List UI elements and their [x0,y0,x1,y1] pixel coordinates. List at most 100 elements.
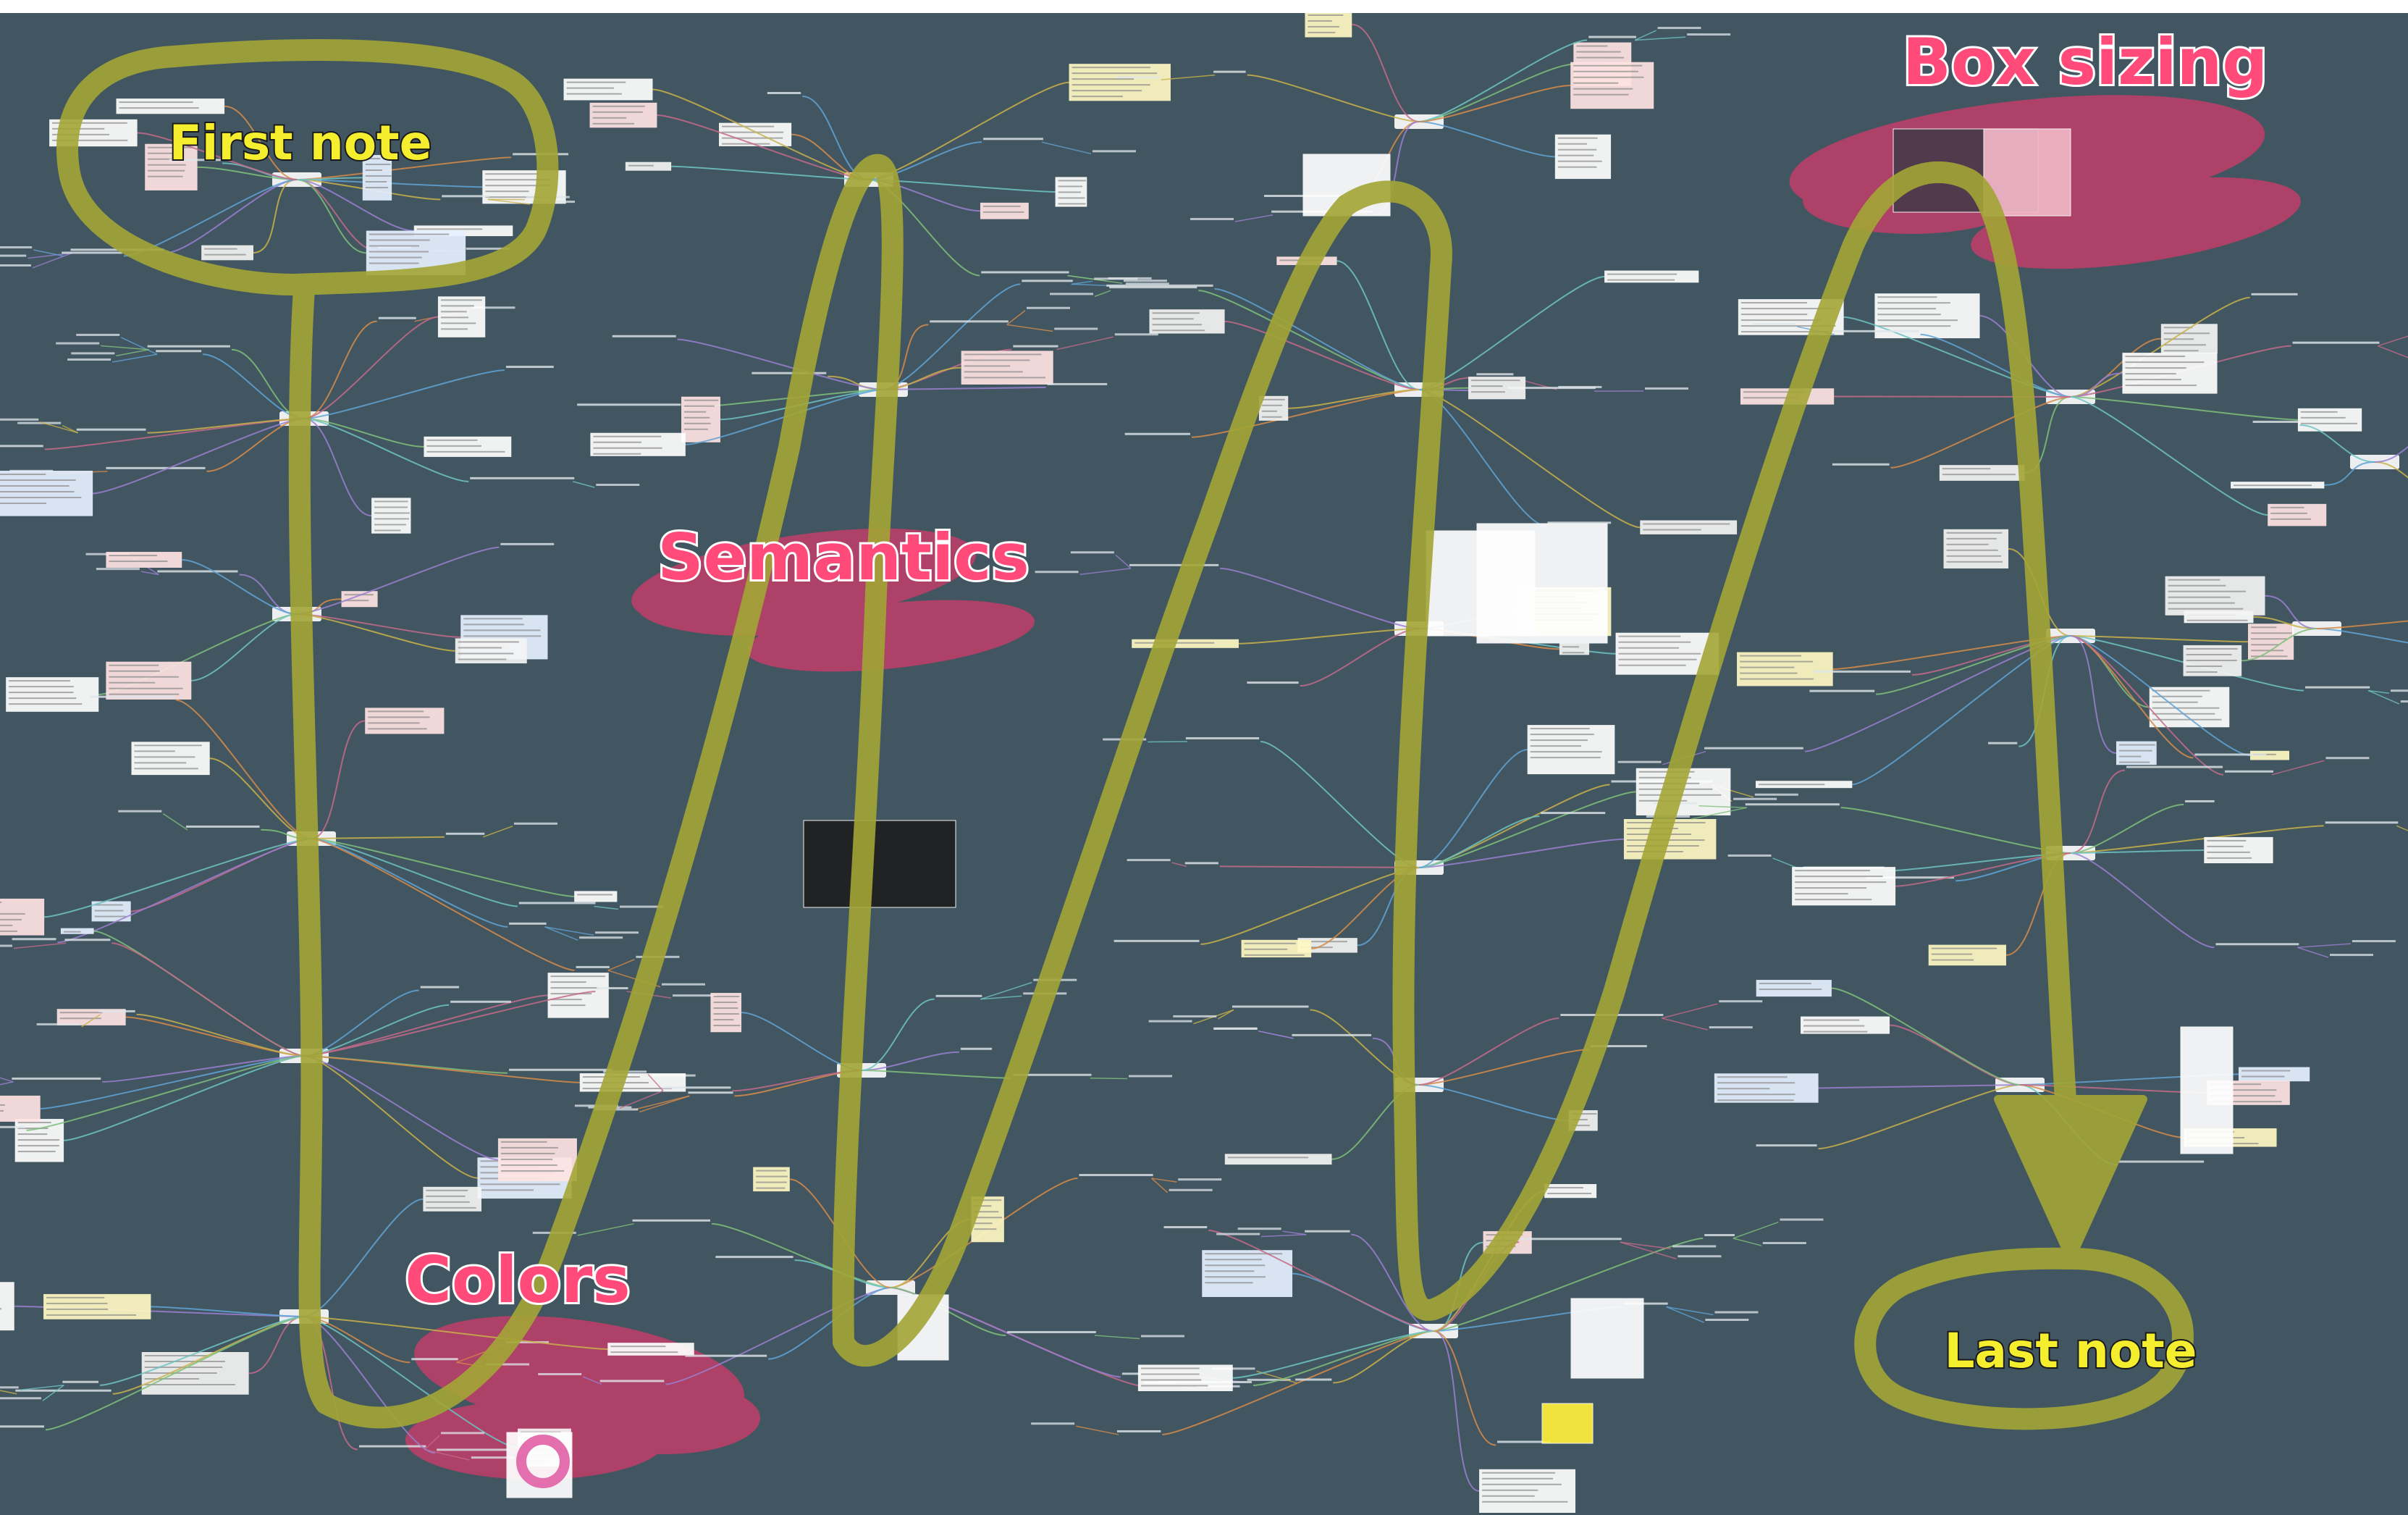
mind-map-subtopic-label[interactable] [1114,939,1200,942]
mind-map-subtopic-label[interactable] [471,1456,515,1459]
mind-map-note-card[interactable] [1132,639,1239,648]
mind-map-note-card[interactable] [2149,687,2230,728]
mind-map-subtopic-label[interactable] [450,1000,511,1003]
mind-map-subtopic-label[interactable] [2252,420,2299,423]
mind-map-note-card[interactable] [1756,980,1832,997]
mind-map-subtopic-label[interactable] [1031,1422,1075,1425]
mind-map-note-card[interactable] [2204,836,2273,864]
mind-map-subtopic-label[interactable] [1814,670,1911,673]
mind-map-subtopic-label[interactable] [2251,293,2298,295]
mind-map-subtopic-label[interactable] [935,994,982,997]
mind-map-subtopic-label[interactable] [470,477,575,479]
mind-map-subtopic-label[interactable] [0,445,43,448]
mind-map-note-card[interactable] [1943,529,2009,568]
mind-map-subtopic-label[interactable] [0,418,39,421]
mind-map-subtopic-label[interactable] [1124,432,1190,435]
mind-map-subtopic-label[interactable] [90,695,174,698]
mind-map-note-card[interactable] [0,1282,14,1331]
mind-map-subtopic-label[interactable] [1114,333,1158,336]
mind-map-image-attachment[interactable] [803,820,956,908]
mind-map-subtopic-label[interactable] [1163,1226,1208,1229]
mind-map-subtopic-label[interactable] [2185,800,2215,802]
mind-map-subtopic-label[interactable] [76,333,120,336]
mind-map-subtopic-label[interactable] [1190,217,1234,220]
mind-map-note-card[interactable] [2248,624,2294,660]
mind-map-subtopic-label[interactable] [1832,463,1890,466]
mind-map-subtopic-label[interactable] [2194,753,2267,756]
mind-map-subtopic-label[interactable] [1211,1367,1255,1370]
mind-map-note-card[interactable] [116,98,225,114]
mind-map-subtopic-label[interactable] [1185,736,1260,739]
mind-map-subtopic-label[interactable] [1809,689,1875,692]
mind-map-subtopic-label[interactable] [1476,373,1514,376]
mind-map-subtopic-label[interactable] [1092,150,1136,153]
mind-map-note-card[interactable] [547,973,609,1018]
mind-map-subtopic-label[interactable] [486,1363,530,1366]
mind-map-subtopic-label[interactable] [1541,812,1606,815]
mind-map-note-card[interactable] [106,661,192,700]
mind-map-subtopic-label[interactable] [76,428,146,431]
mind-map-subtopic-label[interactable] [1129,563,1219,566]
mind-map-image-attachment[interactable] [2180,1026,2234,1154]
mind-map-subtopic-label[interactable] [437,1448,509,1451]
mind-map-subtopic-label[interactable] [576,965,610,968]
mind-map-subtopic-label[interactable] [1054,327,1098,330]
mind-map-subtopic-label[interactable] [1756,1144,1817,1147]
mind-map-subtopic-label[interactable] [147,345,230,348]
mind-map-subtopic-label[interactable] [442,195,489,198]
mind-map-note-card[interactable] [980,202,1029,219]
mind-map-subtopic-label[interactable] [632,1219,711,1222]
mind-map-subtopic-label[interactable] [1704,1234,1735,1237]
mind-map-subtopic-label[interactable] [1719,1000,1763,1003]
mind-map-subtopic-label[interactable] [2325,757,2370,760]
mind-map-subtopic-label[interactable] [378,316,416,319]
mind-map-subtopic-label[interactable] [169,159,221,161]
mind-map-subtopic-label[interactable] [118,810,162,813]
mind-map-subtopic-label[interactable] [2352,940,2396,943]
mind-map-nodes[interactable] [0,13,2408,1514]
mind-map-subtopic-label[interactable] [505,1340,549,1343]
mind-map-subtopic-label[interactable] [36,1023,80,1025]
mind-map-subtopic-label[interactable] [1013,345,1058,348]
mind-map-subtopic-label[interactable] [1657,27,1701,30]
mind-map-note-card[interactable] [1527,725,1615,775]
mind-map-subtopic-label[interactable] [620,905,664,908]
mind-map-note-card[interactable] [365,708,445,734]
mind-map-subtopic-label[interactable] [509,922,547,925]
mind-map-subtopic-label[interactable] [1733,797,1777,800]
mind-map-subtopic-label[interactable] [1305,1230,1350,1233]
mind-map-subtopic-label[interactable] [685,1354,767,1357]
mind-map-note-card[interactable] [1640,520,1738,534]
mind-map-subtopic-label[interactable] [1754,793,1798,796]
mind-map-subtopic-label[interactable] [1109,286,1197,289]
mind-map-image-attachment[interactable] [1570,1298,1644,1379]
mind-map-subtopic-label[interactable] [688,1091,733,1094]
mind-map-note-card[interactable] [1137,1364,1233,1391]
mind-map-subtopic-label[interactable] [98,1010,135,1012]
mind-map-subtopic-label[interactable] [2305,686,2370,689]
mind-map-note-card[interactable] [1570,62,1654,109]
mind-map-note-card[interactable] [1737,652,1833,687]
mind-map-subtopic-label[interactable] [1705,1318,1749,1321]
mind-map-subtopic-label[interactable] [715,1256,793,1259]
mind-map-subtopic-label[interactable] [1216,1233,1260,1235]
mind-map-note-card[interactable] [371,498,411,534]
mind-map-subtopic-label[interactable] [1247,681,1299,684]
mind-map-subtopic-label[interactable] [157,570,238,573]
mind-map-image-attachment[interactable] [1476,523,1608,644]
mind-map-subtopic-label[interactable] [1070,551,1114,554]
mind-map-subtopic-label[interactable] [56,342,100,345]
mind-map-subtopic-label[interactable] [597,987,628,990]
mind-map-subtopic-label[interactable] [1125,282,1169,285]
mind-map-note-card[interactable] [201,245,253,261]
mind-map-note-card[interactable] [1305,13,1352,38]
mind-map-subtopic-label[interactable] [17,421,62,424]
mind-map-subtopic-label[interactable] [595,931,639,934]
mind-map-subtopic-label[interactable] [0,944,12,947]
mind-map-subtopic-label[interactable] [596,483,640,486]
mind-map-note-card[interactable] [341,591,378,608]
mind-map-note-card[interactable] [1544,1184,1597,1199]
mind-map-subtopic-label[interactable] [2390,689,2408,692]
mind-map-subtopic-label[interactable] [96,568,140,571]
mind-map-subtopic-label[interactable] [358,1445,426,1448]
